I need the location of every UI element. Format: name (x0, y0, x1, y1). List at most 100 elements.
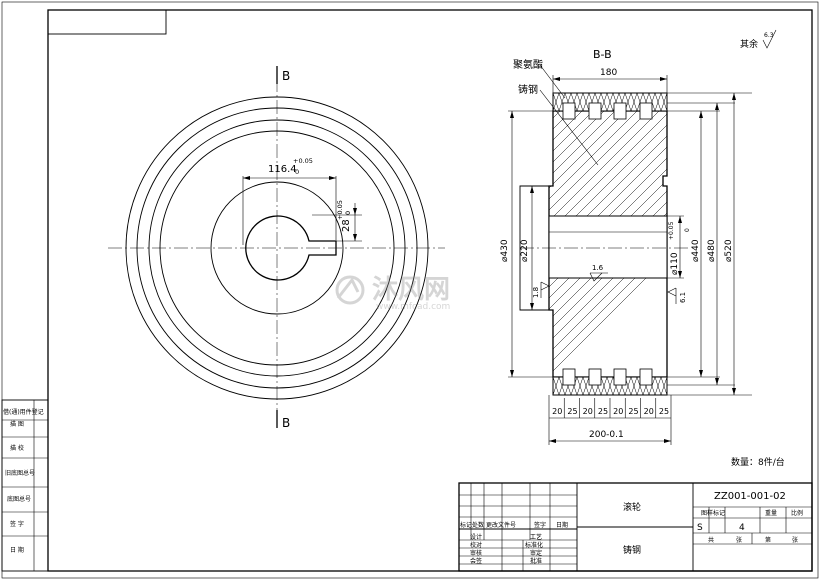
dim-arrow (715, 378, 719, 385)
bore (548, 215, 668, 279)
drawing-border (47, 9, 813, 572)
tread-hatch-line (606, 376, 614, 396)
part-material: 铸钢 (623, 544, 641, 556)
dim-arrow (678, 271, 682, 278)
bore-tol-upper: +0.05 (668, 221, 675, 240)
tread-hatch-line (582, 376, 590, 396)
roughness-note: 其余 (740, 38, 758, 50)
hatch-line (549, 111, 617, 377)
side-row-3: 旧底图总号 (5, 469, 35, 477)
keyway-width-tol-upper: +0.05 (293, 157, 313, 165)
groove-width-label: 20 (613, 407, 623, 416)
dim-top-width: 180 (600, 68, 617, 78)
hatch-line (549, 111, 667, 377)
tread-groove (562, 368, 576, 386)
tread-hatch-line (660, 376, 668, 396)
section-title: B-B (593, 48, 612, 61)
sign-label-4: 标准化 (525, 541, 543, 549)
tread-groove (613, 368, 627, 386)
callout-rubber: 聚氨酯 (513, 58, 543, 71)
dim-bottom-width: 200-0.1 (589, 430, 624, 440)
tread-hatch-line (600, 376, 608, 396)
rev-header-3: 签字 (534, 521, 546, 529)
rev-header-2: 更改文件号 (486, 521, 516, 529)
tread-hatch-line (576, 376, 584, 396)
tread-hatch-line (624, 92, 632, 112)
sign-label-2: 审核 (470, 549, 482, 557)
side-row-0: 借(通)用件登记 (3, 408, 44, 416)
hatch-line (162, 110, 462, 410)
watermark: 沐风网 www.mfcad.com (335, 275, 450, 312)
dim-right-label: ⌀520 (724, 239, 734, 262)
hub-boss-left (519, 185, 553, 311)
side-row-1: 描 图 (10, 420, 24, 428)
tread-groove (639, 102, 653, 120)
hatch-line (549, 111, 562, 377)
tread-hatch-line (570, 92, 578, 112)
side-row-6: 日 期 (10, 546, 24, 554)
watermark-brand: 沐风网 (372, 275, 450, 305)
keyway-width-tol-lower: 0 (295, 168, 299, 176)
roughness-right: 6.1 (679, 292, 687, 303)
bore-with-keyway (245, 215, 337, 281)
hatch-line (549, 111, 639, 377)
header-label-1: 重量 (765, 509, 777, 517)
side-row-2: 描 校 (10, 444, 24, 452)
tread-groove (613, 102, 627, 120)
sign-label-0: 设计 (470, 533, 482, 541)
rev-header-0: 标记 (460, 521, 472, 529)
tread-groove (639, 368, 653, 386)
tread-hatch-line (636, 376, 644, 396)
tread-hatch-line (552, 92, 560, 112)
keyway-depth-tol-lower: 0 (344, 211, 352, 215)
hatch-line (549, 111, 667, 377)
part-name: 滚轮 (623, 501, 641, 513)
hatch-line (195, 110, 495, 410)
keyway-width-value: 116.4 (268, 164, 297, 175)
hatch-line (549, 111, 667, 377)
tread-grooves (562, 102, 653, 386)
tread-hatch-line (582, 92, 590, 112)
front-view: B B 116.4 +0.05 0 28 +0.05 0 (108, 66, 445, 430)
groove-width-label: 25 (628, 407, 638, 416)
hatch-line (184, 110, 484, 410)
dim-left-2: ⌀220 (520, 239, 530, 262)
header-label-0: 图样标记 (701, 509, 725, 517)
section-view: B-B 其余 6.3 聚氨酯 铸钢 180 (140, 29, 777, 445)
stage-mark: S (697, 523, 703, 533)
groove-width-label: 25 (567, 407, 577, 416)
sheet-label-1: 张 (736, 536, 742, 544)
hatch-line (549, 111, 650, 377)
sheet-label-2: 第 (765, 536, 771, 544)
dim-right-label: ⌀480 (707, 239, 717, 262)
tread-hatch-line (630, 376, 638, 396)
top-left-title-box (47, 9, 167, 35)
tread-circle-2 (136, 107, 418, 389)
hatch-line (549, 111, 606, 377)
tread-circle-3 (148, 119, 406, 377)
rev-header-1: 处数 (472, 521, 484, 529)
sign-label-6: 审定 (530, 549, 542, 557)
tread-groove (588, 102, 602, 120)
sheet-label-3: 张 (792, 536, 798, 544)
tread-groove (588, 368, 602, 386)
tread-hatch-line (630, 92, 638, 112)
groove-width-label: 20 (583, 407, 593, 416)
hub-circle (210, 181, 344, 315)
dim-right-label: ⌀110 (670, 252, 680, 275)
hatch-line (140, 110, 440, 410)
sign-label-1: 校对 (470, 541, 482, 549)
quantity-cell: 4 (739, 523, 745, 533)
dim-arrow (732, 388, 736, 395)
cut-label-bottom: B (282, 416, 290, 430)
header-label-2: 比例 (791, 509, 803, 517)
keyway-depth-value: 28 (341, 219, 352, 232)
side-row-4: 底图总号 (7, 495, 31, 503)
side-table: 借(通)用件登记 描 图 描 校 旧底图总号 底图总号 签 字 日 期 (1, 399, 49, 572)
drawing-number: ZZ001-001-02 (714, 491, 786, 502)
tread-hatch-line (600, 92, 608, 112)
tread-hatch-line (654, 92, 662, 112)
callout-steel: 铸钢 (518, 83, 538, 96)
tread-hatch-line (648, 92, 656, 112)
